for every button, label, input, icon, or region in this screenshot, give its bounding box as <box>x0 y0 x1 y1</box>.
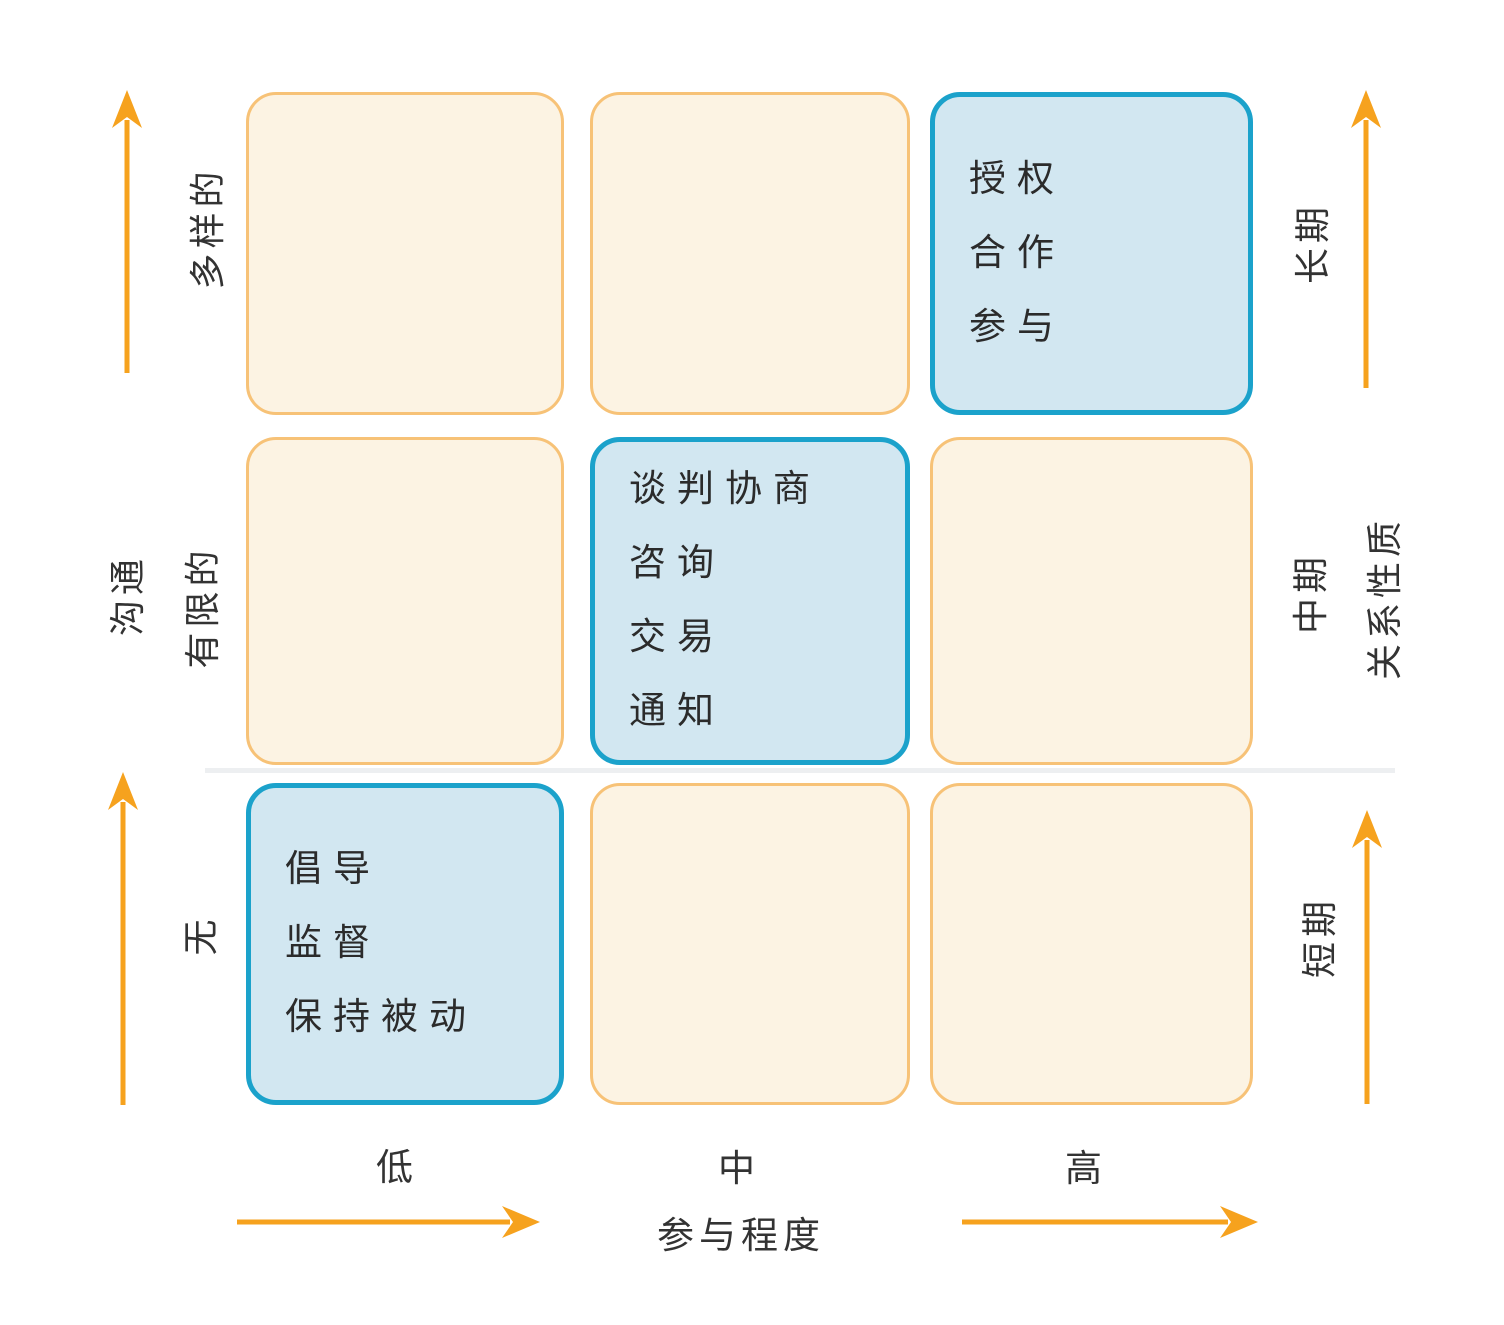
left-axis-title: 沟通 <box>108 553 148 637</box>
right-axis-tick-bottom: 短期 <box>1300 895 1340 979</box>
cell-item: 合作 <box>969 232 1065 274</box>
bottom-axis-tick-mid: 中 <box>718 1149 760 1190</box>
right-axis-tick-middle: 中期 <box>1291 551 1331 635</box>
row-divider-line <box>205 768 1395 773</box>
matrix-cell-advocate: 倡导 监督 保持被动 <box>246 783 564 1105</box>
matrix-cell-r3c3-empty <box>930 783 1253 1105</box>
matrix-cell-r2c3-empty <box>930 437 1253 765</box>
up-arrow-icon <box>1350 810 1384 1106</box>
cell-item: 倡导 <box>285 849 381 890</box>
matrix-cell-empower: 授权 合作 参与 <box>930 92 1253 415</box>
left-axis-tick-middle: 有限的 <box>183 545 223 669</box>
up-arrow-icon <box>1349 90 1383 390</box>
up-arrow-icon <box>110 90 144 375</box>
matrix-cell-r1c1-empty <box>246 92 564 415</box>
cell-item: 保持被动 <box>285 997 477 1038</box>
cell-item: 谈判协商 <box>629 469 821 510</box>
cell-item: 交易 <box>629 617 725 658</box>
matrix-cell-r2c1-empty <box>246 437 564 765</box>
cell-item: 咨询 <box>629 543 725 584</box>
cell-item: 参与 <box>969 306 1065 348</box>
bottom-axis-tick-low: 低 <box>376 1148 418 1189</box>
up-arrow-icon <box>106 772 140 1107</box>
right-axis-tick-top: 长期 <box>1293 201 1333 285</box>
left-axis-tick-bottom: 无 <box>181 914 221 956</box>
bottom-axis-title: 参与程度 <box>657 1216 825 1257</box>
right-arrow-icon <box>962 1204 1258 1240</box>
cell-item: 监督 <box>285 923 381 964</box>
matrix-cell-negotiate: 谈判协商 咨询 交易 通知 <box>590 437 910 765</box>
matrix-cell-r3c2-empty <box>590 783 910 1105</box>
cell-item: 授权 <box>969 158 1065 200</box>
right-arrow-icon <box>237 1204 540 1240</box>
matrix-cell-r1c2-empty <box>590 92 910 415</box>
bottom-axis-tick-high: 高 <box>1065 1149 1107 1190</box>
left-axis-tick-top: 多样的 <box>188 166 228 290</box>
cell-item: 通知 <box>629 691 725 732</box>
right-axis-title: 关系性质 <box>1365 515 1405 681</box>
